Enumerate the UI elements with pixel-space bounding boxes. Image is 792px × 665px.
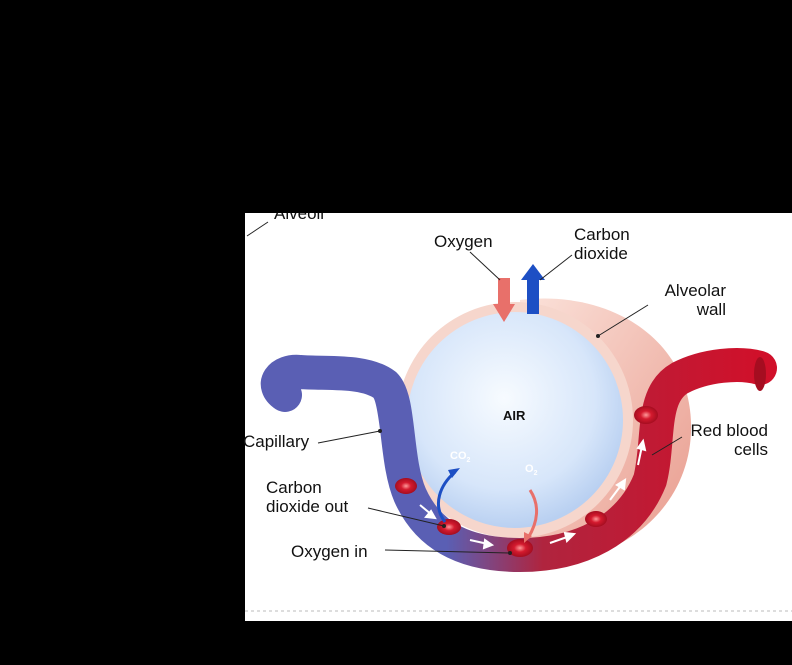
label-carbon-dioxide: Carbon dioxide [574,225,630,263]
label-red-blood-cells-line1: Red blood [690,421,768,440]
co2-leader [539,254,573,281]
rbc-leader [651,436,683,456]
oxygen-leader [469,251,501,281]
label-alveolar-wall: Alveolar wall [665,281,726,319]
oxygen-arrow [498,278,510,306]
red-blood-cell [585,511,607,527]
label-red-blood-cells: Red blood cells [690,421,768,459]
blood-flow-arrows [419,438,647,550]
o2-diffusion-arrow [526,489,538,539]
red-blood-cell [395,478,417,494]
label-red-blood-cells-line2: cells [733,440,768,459]
red-blood-cell [437,519,461,535]
capillary-open-end [754,357,766,391]
alveolar-wall-leader [597,304,649,337]
label-co2-symbol: CO2 [450,450,471,465]
alveolus-air-sphere [407,312,623,528]
co2-out-leader [367,507,445,527]
label-oxygen-in: Oxygen in [291,542,368,561]
label-carbon-dioxide-out-line1: Carbon [266,478,322,497]
top-black-mask-overlay [245,190,365,213]
label-alveolar-wall-line1: Alveolar [664,281,726,300]
label-carbon-dioxide-out-line2: dioxide out [266,497,349,516]
label-air: AIR [503,408,526,423]
label-carbon-dioxide-line1: Carbon [574,225,630,244]
capillary-leader [317,430,381,444]
label-carbon-dioxide-out: Carbon dioxide out [266,478,348,516]
label-capillary: Capillary [243,432,310,451]
label-carbon-dioxide-line2: dioxide [574,244,628,263]
top-black-mask [0,0,792,213]
label-oxygen: Oxygen [434,232,493,251]
oxygen-in-leader [384,549,511,554]
co2-arrow [527,278,539,314]
red-blood-cell [634,406,658,424]
alveoli-leader [246,221,269,237]
label-alveolar-wall-line2: wall [696,300,726,319]
red-blood-cell [507,539,533,557]
label-o2-symbol: O2 [525,463,538,478]
